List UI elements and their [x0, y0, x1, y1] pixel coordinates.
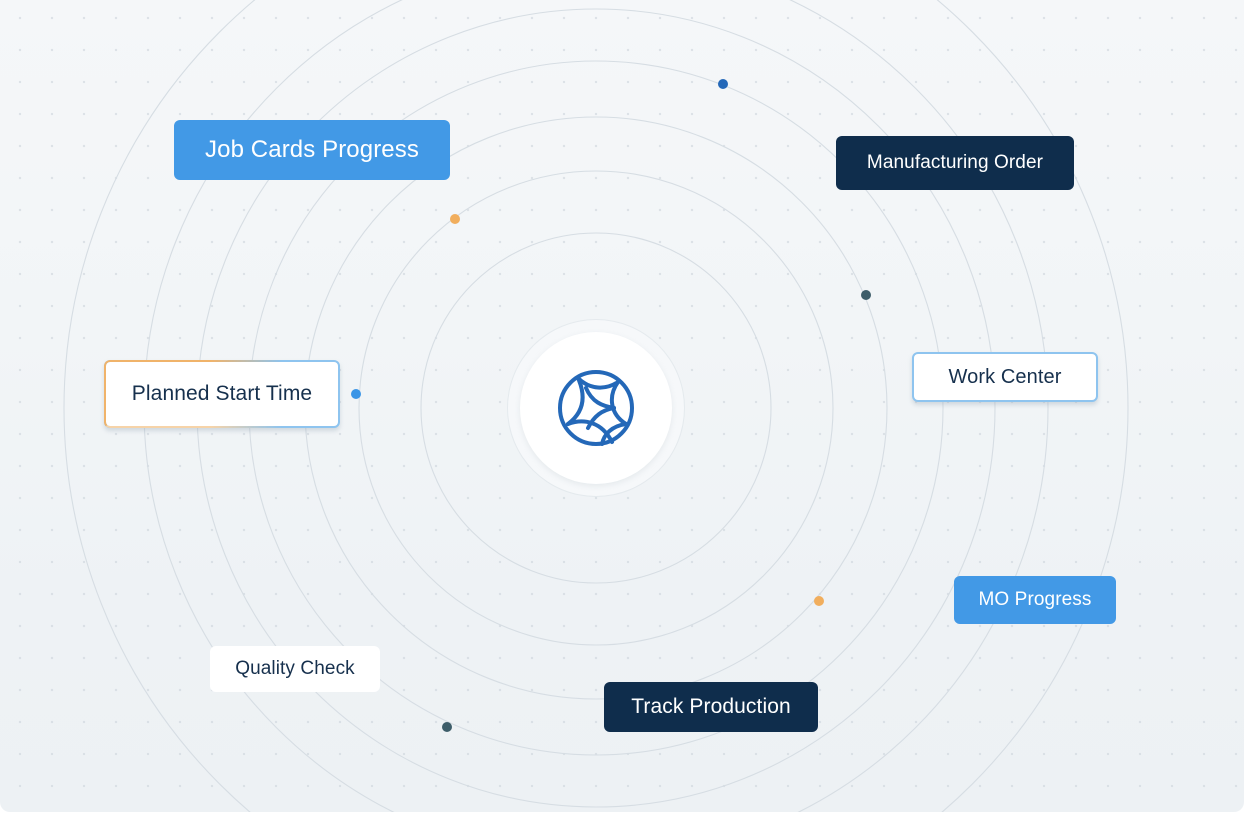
- quality-check-label: Quality Check: [235, 658, 355, 679]
- mo-progress-label: MO Progress: [978, 589, 1092, 610]
- work-center-chip[interactable]: Work Center: [912, 352, 1098, 402]
- work-center-label: Work Center: [948, 365, 1062, 388]
- planned-start-time-chip[interactable]: Planned Start Time: [104, 360, 340, 428]
- zoho-globe-logo-icon: [558, 370, 634, 446]
- orbit-node-dot: [442, 722, 452, 732]
- quality-check-chip[interactable]: Quality Check: [210, 646, 380, 692]
- center-hub: [520, 332, 672, 484]
- orbit-node-dot: [814, 596, 824, 606]
- orbit-node-dot: [351, 389, 361, 399]
- track-production-chip[interactable]: Track Production: [604, 682, 818, 732]
- mo-progress-chip[interactable]: MO Progress: [954, 576, 1116, 624]
- orbit-node-dot: [450, 214, 460, 224]
- orbit-node-dot: [718, 79, 728, 89]
- job-cards-progress-chip[interactable]: Job Cards Progress: [174, 120, 450, 180]
- job-cards-progress-label: Job Cards Progress: [205, 136, 419, 163]
- track-production-label: Track Production: [631, 695, 791, 718]
- manufacturing-order-label: Manufacturing Order: [866, 152, 1044, 173]
- orbit-node-dot: [861, 290, 871, 300]
- planned-start-time-label: Planned Start Time: [131, 382, 313, 405]
- manufacturing-order-chip[interactable]: Manufacturing Order: [836, 136, 1074, 190]
